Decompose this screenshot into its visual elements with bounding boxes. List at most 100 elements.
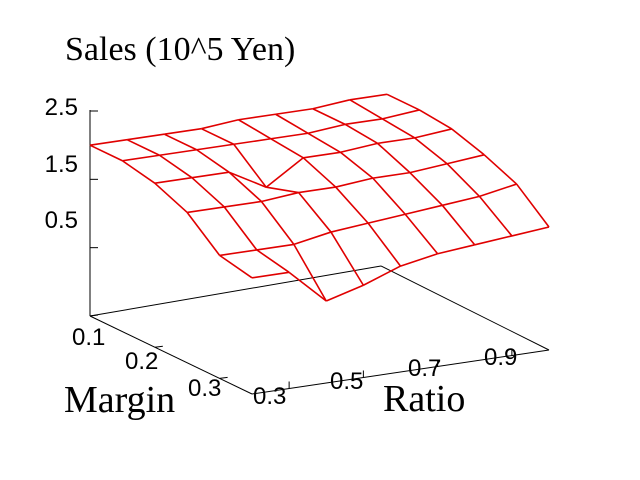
- surface-segment: [293, 244, 327, 302]
- y-tick-1: [154, 345, 163, 348]
- surface-segment: [381, 118, 416, 139]
- surface-segment: [275, 113, 309, 134]
- surface-segment: [363, 265, 401, 286]
- surface-segment: [405, 204, 443, 216]
- surface-segment: [307, 123, 346, 135]
- surface-segment: [349, 93, 388, 101]
- surface-segment: [298, 186, 336, 194]
- surface-segment: [483, 154, 518, 185]
- surface-segment: [339, 151, 374, 179]
- surface-segment: [400, 252, 438, 267]
- surface-segment: [367, 222, 402, 267]
- surface-segment: [409, 172, 443, 206]
- x-tick-label-3: 0.9: [484, 344, 517, 371]
- surface-segment: [288, 271, 327, 302]
- surface-segment: [224, 200, 262, 208]
- surface-segment: [442, 195, 480, 207]
- surface-segment: [515, 183, 550, 228]
- surface-segment: [126, 138, 160, 156]
- surface-segment: [256, 243, 294, 251]
- surface-segment: [349, 99, 383, 120]
- surface-segment: [89, 138, 128, 146]
- surface-segment: [191, 171, 230, 179]
- surface-segment: [154, 176, 193, 184]
- surface-segment: [451, 128, 485, 156]
- x-tick-label-1: 0.5: [330, 368, 363, 395]
- y-tick-2: [219, 376, 228, 379]
- surface-segment: [293, 231, 332, 246]
- surface-segment: [302, 157, 337, 188]
- surface-segment: [441, 204, 476, 246]
- surface-segment: [414, 128, 452, 139]
- y-tick-0: [89, 314, 99, 317]
- surface-segment: [228, 171, 267, 188]
- surface-segment: [154, 182, 188, 214]
- surface-segment: [372, 177, 406, 215]
- surface-segment: [260, 200, 295, 245]
- surface-segment: [372, 171, 411, 179]
- surface-segment: [312, 108, 346, 126]
- y-tick-label-1: 0.2: [125, 348, 158, 375]
- surface-segment: [307, 132, 341, 153]
- surface-segment: [418, 109, 453, 130]
- surface-segment: [377, 142, 411, 174]
- surface-segment: [446, 163, 481, 197]
- surface-segment: [122, 154, 160, 162]
- surface-segment: [223, 206, 258, 251]
- z-tick-label-0: 2.5: [45, 94, 78, 121]
- y-tick-label-2: 0.3: [188, 375, 221, 402]
- surface-segment: [479, 183, 517, 198]
- surface-segment: [335, 177, 374, 188]
- base-edge-front-x: [251, 349, 550, 395]
- z-tick-label-2: 0.5: [45, 207, 78, 234]
- surface-segment: [330, 231, 365, 286]
- surface-segment: [377, 137, 415, 145]
- surface-segment: [325, 284, 364, 302]
- surface-segment: [121, 160, 156, 184]
- surface-segment: [270, 138, 304, 159]
- surface-segment: [275, 107, 313, 116]
- surface-segment: [201, 127, 235, 145]
- surface-segment: [367, 213, 406, 224]
- surface-segment: [478, 195, 513, 237]
- surface-segment: [261, 191, 299, 203]
- surface-segment: [312, 99, 351, 110]
- base-edge-right: [380, 265, 550, 351]
- surface-segment: [330, 222, 369, 233]
- surface-segment: [159, 148, 197, 157]
- surface-segment: [127, 133, 165, 141]
- surface-segment: [219, 254, 253, 279]
- surface-segment: [187, 206, 225, 214]
- surface-segment: [335, 186, 369, 224]
- surface-segment: [511, 226, 550, 237]
- surface-segment: [159, 154, 193, 179]
- surface-segment: [251, 271, 290, 279]
- surface-segment: [233, 137, 272, 146]
- surface-segment: [345, 118, 383, 126]
- surface-segment: [446, 154, 485, 165]
- chart-title: Sales (10^5 Yen): [65, 31, 295, 68]
- surface-segment: [270, 132, 309, 140]
- surface-segment: [474, 235, 513, 246]
- surface-segment: [238, 113, 276, 121]
- surface-segment: [196, 143, 234, 151]
- surface-segment: [382, 109, 420, 120]
- surface-segment: [344, 123, 378, 145]
- surface-segment: [340, 142, 378, 154]
- surface-segment: [233, 143, 267, 188]
- surface-segment: [238, 119, 272, 140]
- surface-segment: [256, 249, 290, 273]
- surface-segment: [414, 137, 448, 165]
- surface-segment: [191, 177, 225, 208]
- surface-segment: [266, 186, 299, 194]
- surface-segment: [186, 211, 221, 256]
- surface-segment: [386, 93, 420, 111]
- surface-segment: [303, 151, 341, 159]
- base-edge-back-x: [89, 265, 382, 317]
- surface-segment: [404, 213, 439, 255]
- surface-segment: [265, 157, 304, 188]
- y-tick-label-0: 0.1: [72, 324, 105, 351]
- surface-segment: [201, 118, 239, 130]
- surface-segment: [89, 144, 123, 162]
